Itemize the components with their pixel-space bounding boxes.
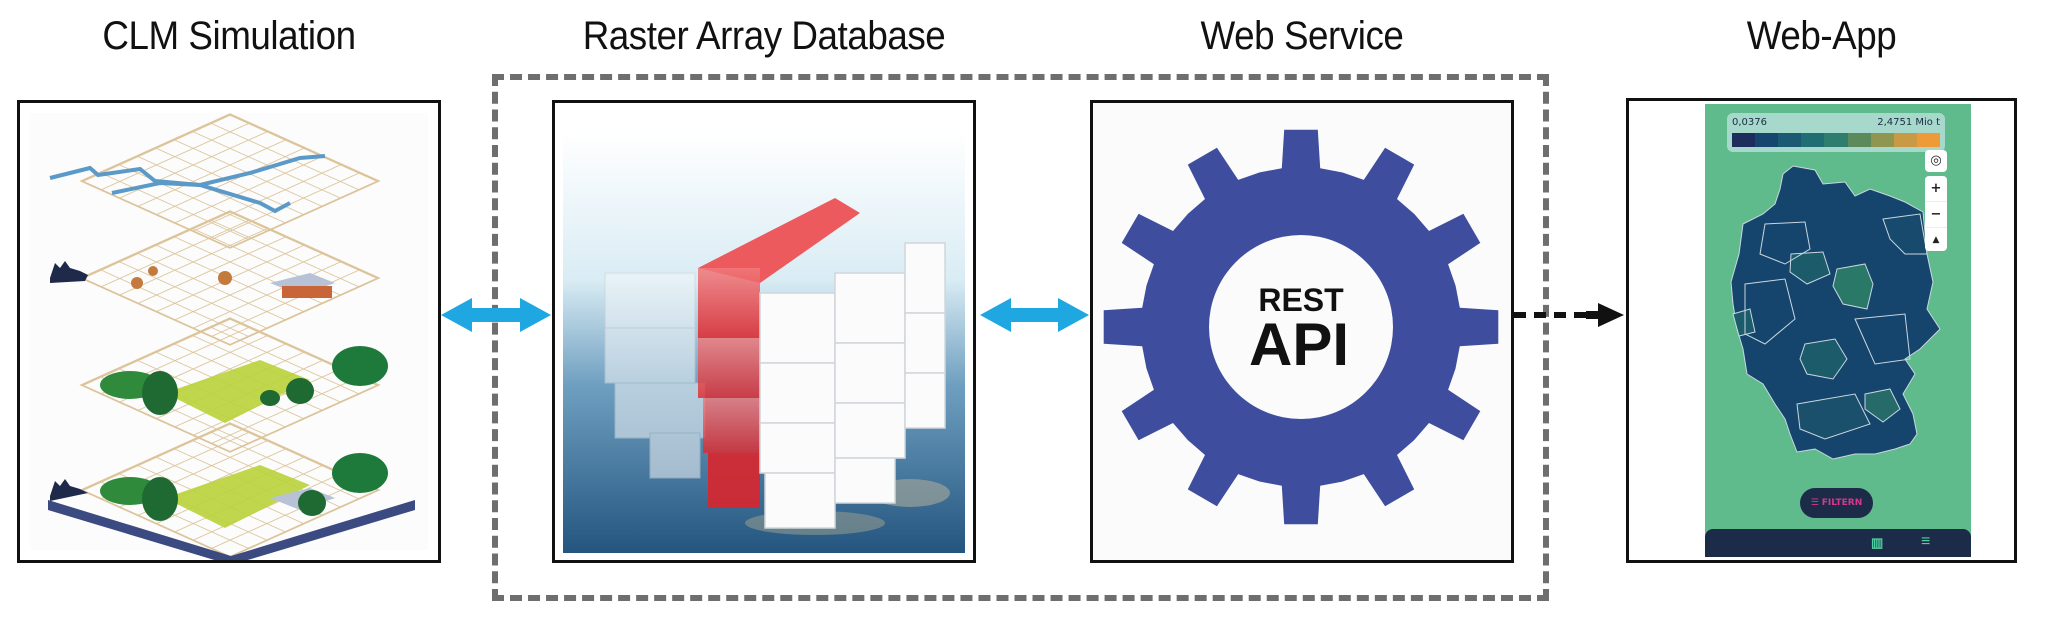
tree-cluster-icon [332,346,388,386]
legend-color-step [1916,133,1940,147]
tree-icon [142,371,178,415]
raster-cube-illustration [563,133,965,553]
region-polygon[interactable] [1799,338,1848,380]
legend-max-value: 2,4751 Mio t [1877,117,1940,128]
filter-button[interactable]: ☰ FILTERN [1800,488,1873,518]
zoom-controls: + − ▲ [1925,176,1947,251]
color-legend: 0,0376 2,4751 Mio t [1727,113,1945,152]
web-app-title: Web-App [1746,14,1897,58]
sliders-icon: ☰ [1810,498,1819,508]
menu-icon[interactable]: ≡ [1921,533,1931,550]
white-array-cubes [759,242,946,529]
bottom-navigation-bar: ▥ ≡ [1705,529,1971,557]
legend-color-step [1847,133,1871,147]
compass-button[interactable]: ▲ [1925,227,1947,252]
api-label: API [1249,311,1349,378]
river-layer [79,113,381,249]
germany-outline[interactable] [1730,165,1941,460]
legend-color-step [1755,133,1779,147]
locate-button[interactable]: ◎ [1925,150,1947,172]
region-polygon[interactable] [1864,388,1901,423]
filter-button-label: FILTERN [1821,498,1863,508]
legend-color-step [1824,133,1848,147]
web-service-title: Web Service [1200,14,1404,58]
legend-color-step [1801,133,1825,147]
raster-database-panel [552,100,976,563]
raster-database-title: Raster Array Database [582,14,946,58]
map-icon[interactable]: ▥ [1871,535,1884,550]
region-polygon[interactable] [1789,251,1831,285]
region-polygon[interactable] [1832,263,1874,310]
legend-color-step [1732,133,1756,147]
river-path [49,154,326,188]
crosshair-icon: ◎ [1930,153,1942,168]
legend-color-step [1870,133,1894,147]
region-polygon[interactable] [1796,393,1871,440]
web-service-panel: REST API [1090,100,1514,563]
region-polygon[interactable] [1732,308,1756,337]
zoom-in-button[interactable]: + [1930,181,1942,196]
factory-icon [50,261,88,283]
region-polygon[interactable] [1882,213,1928,255]
mobile-app-screen: 0,0376 2,4751 Mio t ◎ + − ▲ ☰ FILT [1705,104,1971,557]
rest-api-gear: REST API [1093,103,1511,560]
web-app-panel: 0,0376 2,4751 Mio t ◎ + − ▲ ☰ FILT [1626,98,2017,563]
land-layers-illustration [30,113,428,560]
backend-group-boundary [492,74,1549,601]
legend-color-bar [1732,133,1940,147]
zoom-out-button[interactable]: − [1925,201,1947,227]
gear-hub [1209,235,1393,419]
highlighted-array-slice [698,198,860,508]
legend-min-value: 0,0376 [1732,117,1767,128]
rest-label: REST [1258,282,1344,318]
legend-color-step [1893,133,1917,147]
legend-color-step [1778,133,1802,147]
clm-simulation-title: CLM Simulation [102,14,356,58]
clm-simulation-panel [17,100,441,563]
germany-choropleth-map[interactable] [1705,104,1971,557]
compass-icon: ▲ [1932,235,1940,245]
